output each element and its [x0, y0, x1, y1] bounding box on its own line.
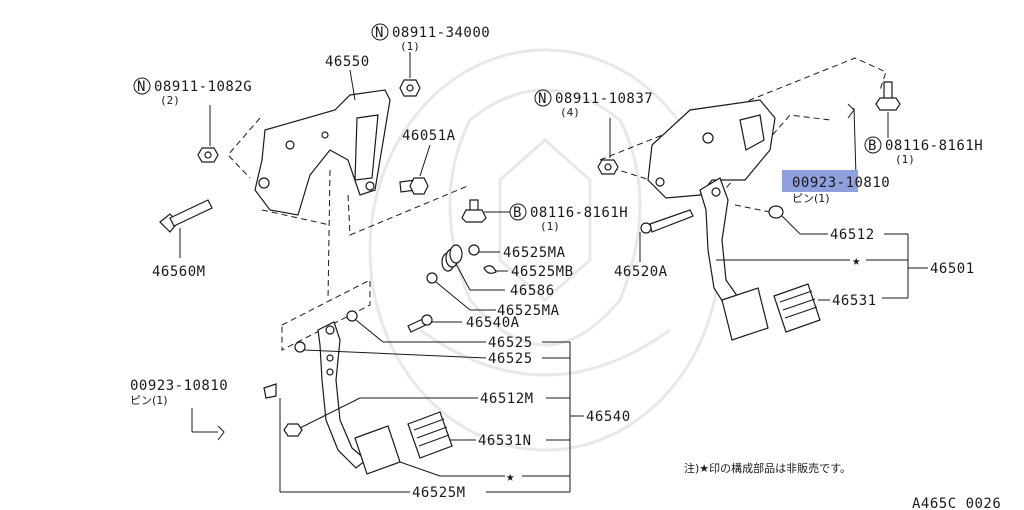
callout-46531n: 46531N — [478, 433, 532, 449]
bracket-46501 — [647, 99, 776, 199]
callout-08911-34000: 08911-34000 — [392, 25, 490, 41]
bolt-46560m — [159, 199, 213, 233]
callout-08911-10837: 08911-10837 — [555, 91, 653, 107]
callout-46525-2: 46525 — [488, 351, 533, 367]
pedal-arm-46501 — [699, 177, 741, 311]
bolt-08116-8161h-left — [461, 199, 487, 223]
pedal-cover-46531n — [407, 411, 453, 459]
callout-n-1082g-circle: N — [137, 79, 146, 95]
callout-08116-8161h-left-qty: (1) — [540, 220, 560, 233]
callout-46525ma-2: 46525MA — [497, 303, 560, 319]
callout-08116-8161h-right-qty: (1) — [895, 153, 915, 166]
callout-46501: 46501 — [930, 261, 975, 277]
callout-b-left-circle: B — [513, 205, 522, 221]
callout-pin-left-code: 00923-10810 — [130, 378, 228, 394]
spring-46586 — [441, 244, 463, 272]
bushing-46525ma-lower — [426, 272, 438, 284]
callout-08116-8161h-right: 08116-8161H — [885, 138, 983, 154]
pedal-pad-46531n-left — [354, 425, 401, 475]
callout-46525ma-1: 46525MA — [503, 245, 566, 261]
callout-46525-1: 46525 — [488, 335, 533, 351]
nut-08911-1082g — [197, 147, 219, 163]
star-right: ★ — [852, 253, 861, 269]
stopper-left — [263, 383, 277, 399]
star-left: ★ — [506, 469, 515, 485]
pin-right-highlight[interactable] — [782, 170, 858, 192]
figure-code: A465C 0026 — [912, 496, 1001, 510]
callout-08911-1082g-qty: (2) — [160, 94, 180, 107]
pin-00923-10810-left — [217, 425, 225, 441]
callout-n-10837-circle: N — [538, 91, 547, 107]
callout-46531: 46531 — [832, 293, 877, 309]
bushing-46525-b — [294, 341, 306, 353]
bushing-46525ma-upper — [468, 244, 480, 256]
bushing-46525-a — [346, 310, 358, 322]
callout-46512: 46512 — [830, 227, 875, 243]
callout-pin-right-code[interactable]: 00923-10810 — [792, 175, 890, 191]
pin-46540a — [407, 314, 433, 333]
callout-46520a: 46520A — [614, 264, 668, 280]
callout-46525m: 46525M — [412, 485, 466, 501]
callout-08116-8161h-left: 08116-8161H — [530, 205, 628, 221]
callout-46525mb: 46525MB — [511, 264, 574, 280]
callout-pin-left-text: ピン(1) — [130, 394, 168, 407]
callout-08911-34000-qty: (1) — [400, 40, 420, 53]
pedal-cover-46531 — [773, 283, 821, 333]
callout-08911-1082g: 08911-1082G — [154, 79, 252, 95]
callout-08911-10837-qty: (4) — [560, 106, 580, 119]
callout-b-right-circle: B — [868, 138, 877, 154]
nut-46512m — [283, 423, 303, 437]
callout-46540: 46540 — [586, 409, 631, 425]
pin-46520a — [640, 209, 694, 234]
callout-46512m: 46512M — [480, 391, 534, 407]
callout-n-34000-circle: N — [375, 25, 384, 41]
bolt-46051a — [399, 177, 429, 195]
pedal-pad-46501 — [721, 287, 769, 341]
clip-46525mb — [483, 265, 497, 274]
callout-46586: 46586 — [510, 283, 555, 299]
bracket-46550 — [254, 89, 391, 216]
pin-00923-10810-right — [847, 103, 855, 119]
bolt-08116-8161h-right — [875, 81, 901, 111]
stopper-46512 — [768, 205, 784, 219]
callout-46051a: 46051A — [402, 128, 456, 144]
callout-46560m: 46560M — [152, 264, 206, 280]
callout-46550: 46550 — [325, 54, 370, 70]
callout-46540a: 46540A — [466, 315, 520, 331]
nut-08911-34000 — [399, 79, 421, 97]
footnote: 注)★印の構成部品は非販売です。 — [684, 461, 851, 475]
nut-08911-10837 — [597, 159, 619, 175]
callout-pin-right-text: ピン(1) — [792, 192, 830, 205]
